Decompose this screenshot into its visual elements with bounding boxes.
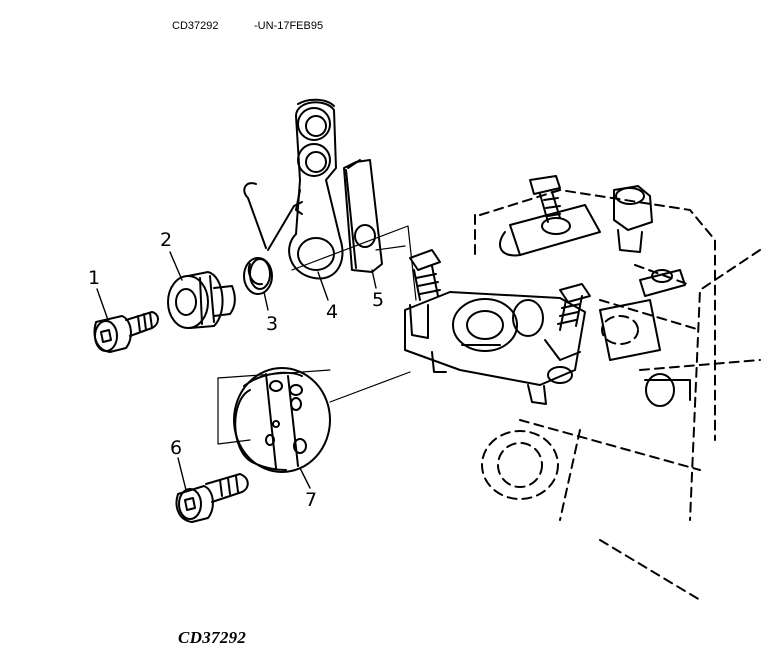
header-figure-id: CD37292	[172, 20, 219, 32]
callout-1: 1	[88, 267, 100, 289]
callout-6: 6	[170, 437, 182, 459]
callout-7: 7	[305, 489, 317, 511]
footer-figure-id: CD37292	[178, 628, 247, 647]
pump-housing	[404, 175, 761, 601]
header-revision-code: -UN-17FEB95	[254, 20, 324, 32]
part-6-cap-screw	[175, 473, 249, 523]
part-2-bushing	[167, 271, 236, 329]
part-4-lever	[288, 98, 344, 280]
part-7-disc	[233, 367, 331, 473]
callout-2: 2	[160, 229, 172, 251]
callout-4: 4	[326, 301, 338, 323]
part-3-spring	[243, 182, 303, 295]
part-5-shim	[343, 159, 383, 273]
callout-3: 3	[266, 313, 278, 335]
callout-5: 5	[372, 289, 384, 311]
part-1-cap-screw	[93, 311, 159, 353]
leader-lines	[96, 251, 377, 491]
assembly-lines	[217, 225, 417, 445]
